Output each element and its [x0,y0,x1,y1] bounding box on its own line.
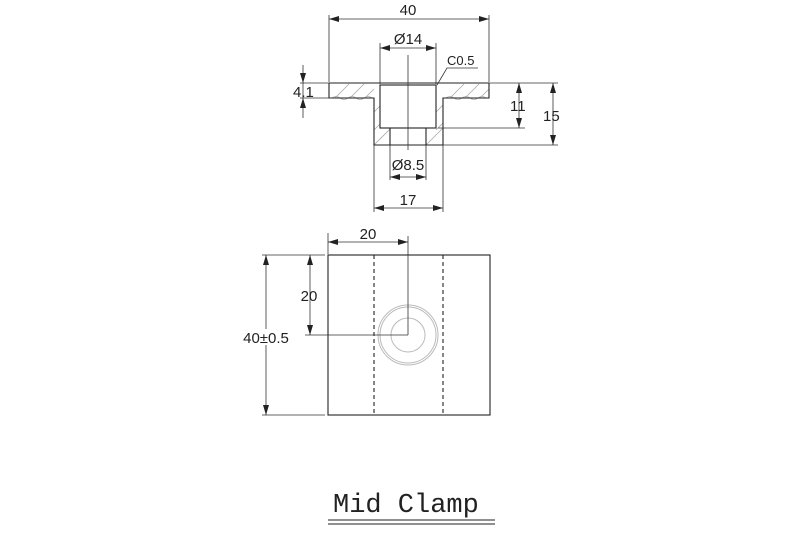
dim-overall-width: 40 [400,2,417,19]
dim-stem-width: 17 [400,192,417,209]
section-hatching [331,83,490,146]
title-underline [328,519,495,525]
dim-counterbore-diameter: Ø14 [394,31,422,48]
section-view: 40 Ø14 C0.5 4.1 11 15 Ø8.5 17 [293,2,560,212]
drawing-title: Mid Clamp [333,491,479,521]
dim-hole-x-offset: 20 [360,226,377,243]
plan-view: 20 20 40±0.5 [240,226,491,416]
dim-chamfer: C0.5 [447,53,474,68]
chamfer-leader [436,67,478,86]
dim-flange-thickness: 4.1 [293,84,314,101]
through-hole [389,128,427,145]
dim-counterbore-depth: 11 [510,98,526,115]
dim-hole-y-offset: 20 [301,288,318,305]
dim-total-height: 15 [543,108,560,125]
part-outline [328,82,490,146]
dim-through-hole-diameter: Ø8.5 [392,157,425,174]
dim-overall-length: 40±0.5 [243,330,289,347]
